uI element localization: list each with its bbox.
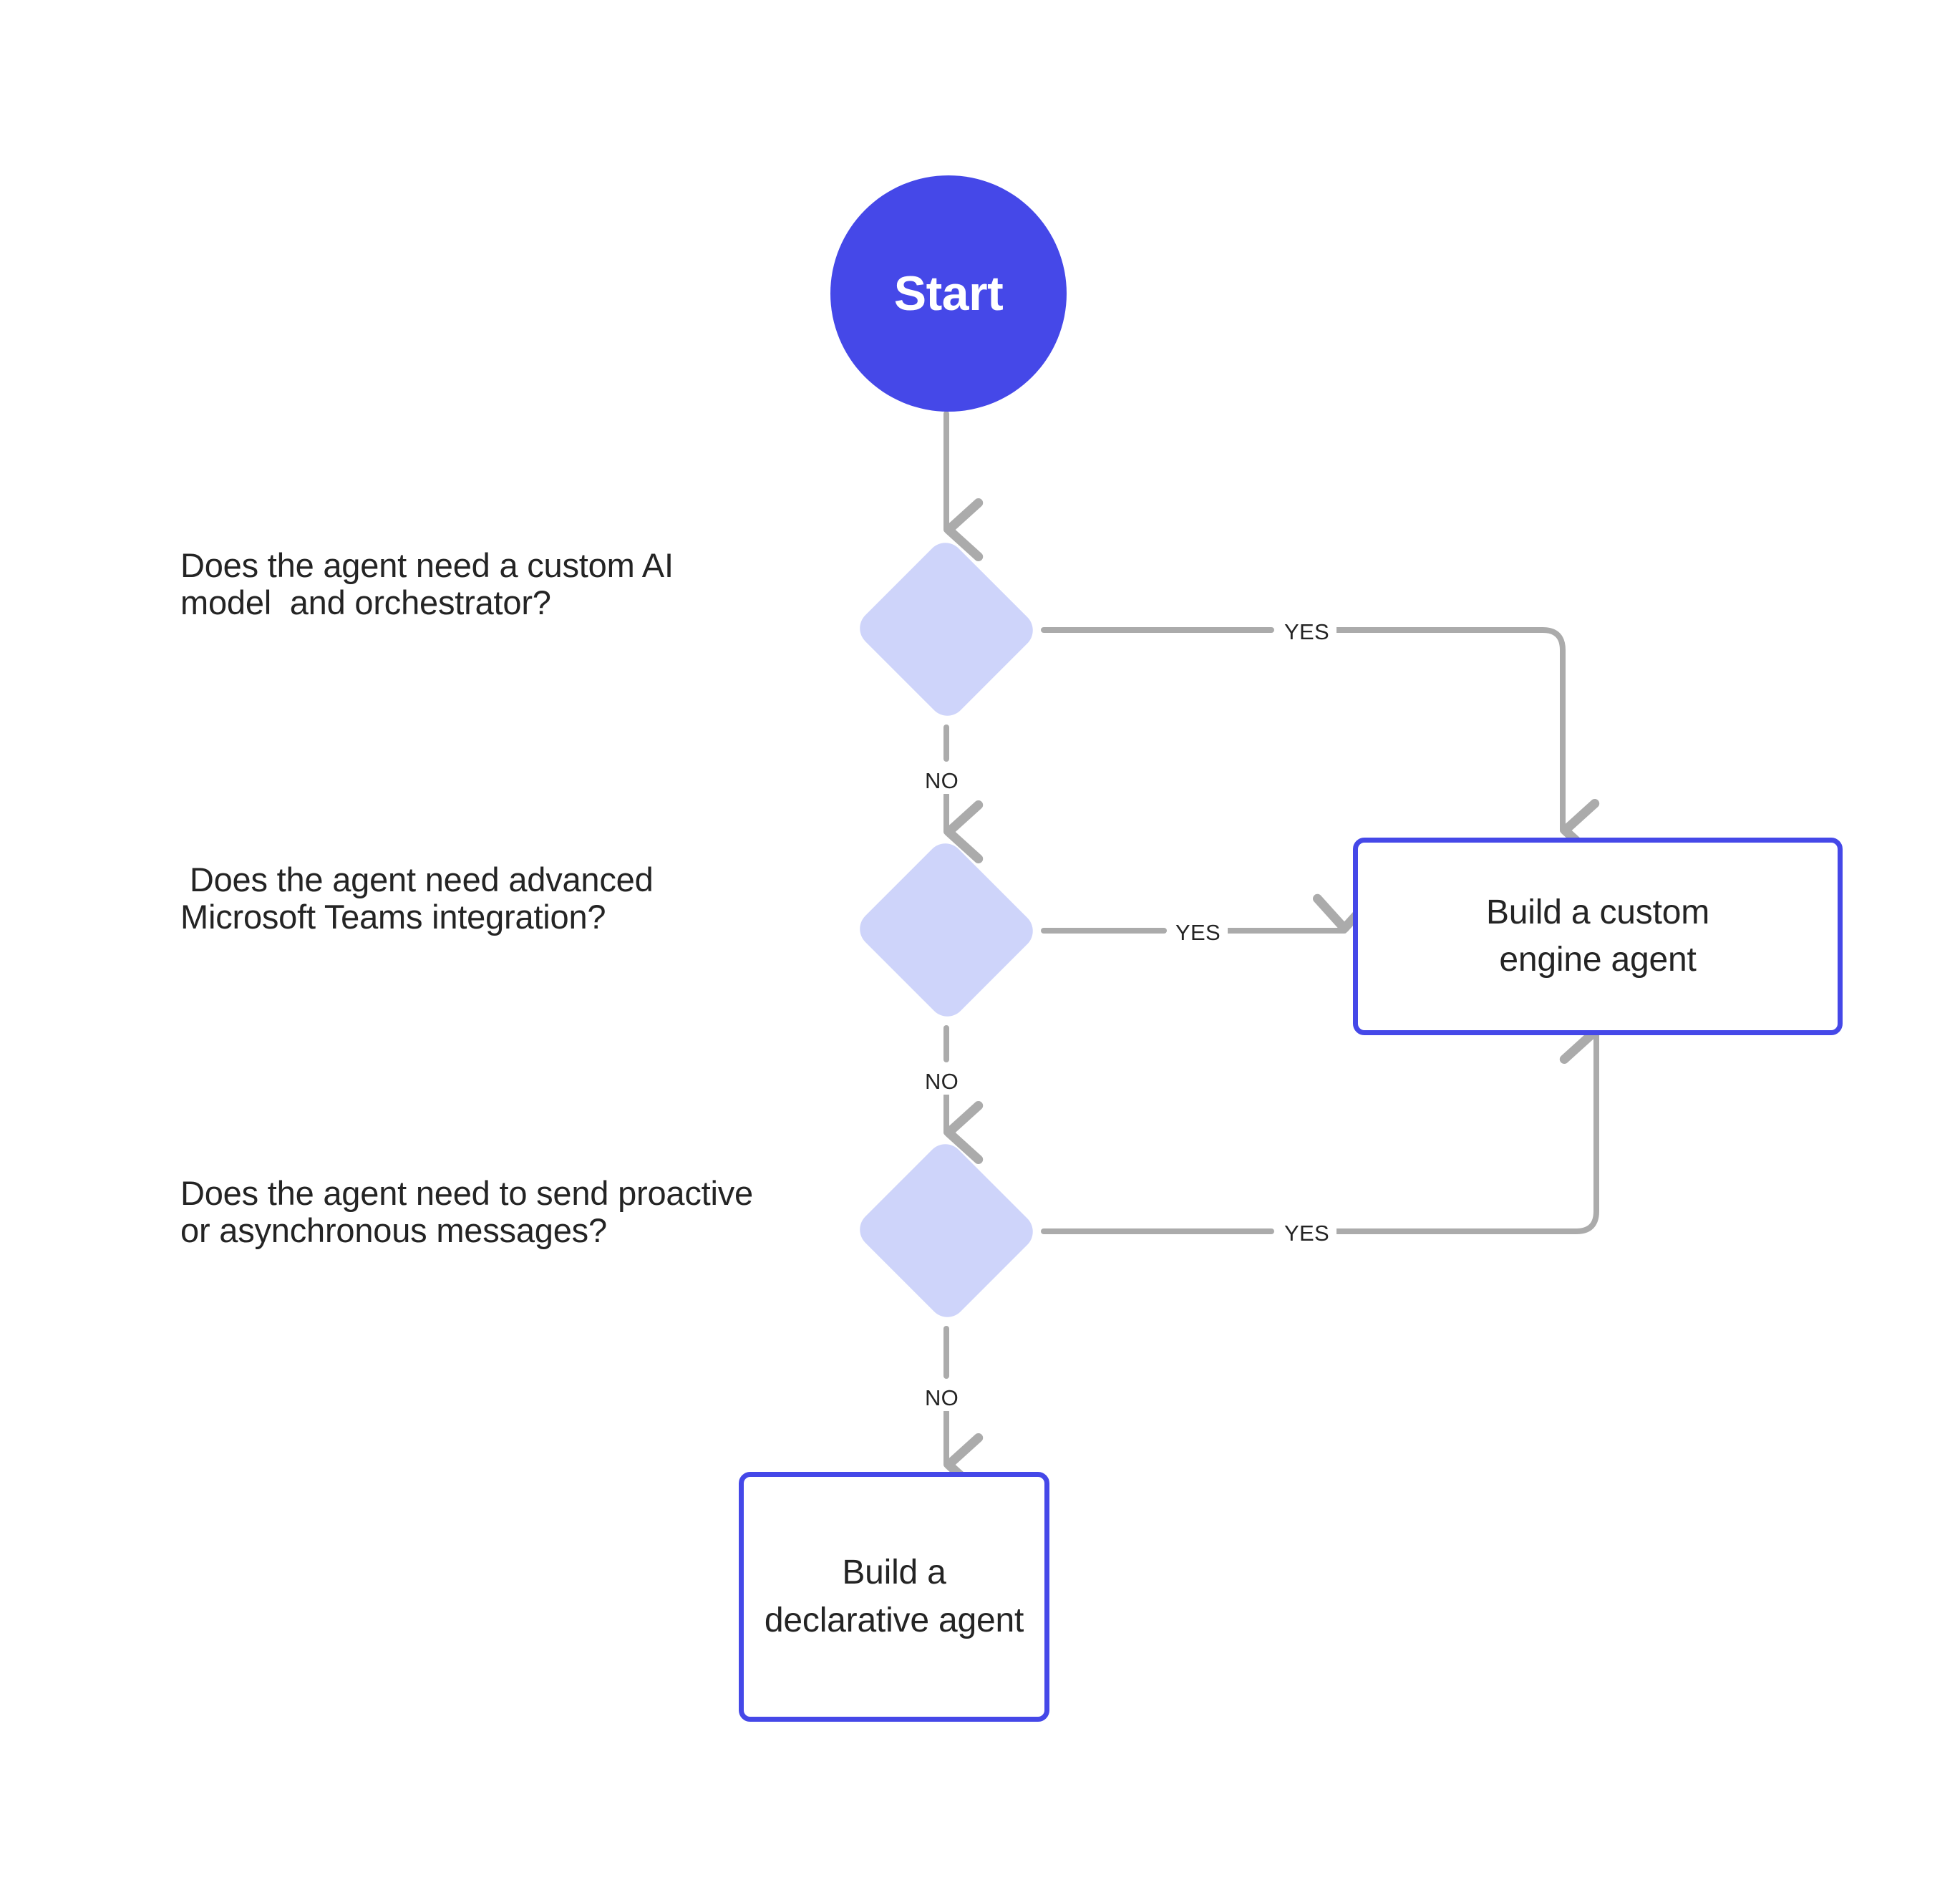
outcome-declarative-agent-label: Build a declarative agent — [764, 1554, 1024, 1639]
decision-question-2: Does the agent need advanced Microsoft T… — [180, 861, 663, 936]
edge-label-no-3: NO — [918, 1385, 966, 1411]
outcome-declarative-agent[interactable]: Build a declarative agent — [739, 1472, 1049, 1722]
edge-label-yes-3: YES — [1277, 1220, 1336, 1246]
edge-label-no-1: NO — [918, 767, 966, 794]
edge-decision1-yes-right — [1333, 627, 1600, 862]
decision-question-3: Does the agent need to send proactive or… — [180, 1174, 762, 1249]
decision-question-1: Does the agent need a custom AI model an… — [180, 546, 683, 621]
start-node[interactable]: Start — [830, 175, 1067, 412]
start-node-label: Start — [893, 266, 1004, 321]
outcome-custom-engine-agent-label: Build a custom engine agent — [1485, 893, 1709, 979]
edge-label-yes-1: YES — [1277, 619, 1336, 645]
edge-label-yes-2: YES — [1168, 919, 1228, 946]
decision-node-2[interactable] — [852, 835, 1041, 1024]
decision-node-1[interactable] — [852, 535, 1041, 724]
edge-decision3-yes-right — [1333, 1001, 1599, 1234]
outcome-custom-engine-agent[interactable]: Build a custom engine agent — [1353, 838, 1843, 1035]
decision-node-3[interactable] — [852, 1136, 1041, 1325]
edge-label-no-2: NO — [918, 1068, 966, 1095]
